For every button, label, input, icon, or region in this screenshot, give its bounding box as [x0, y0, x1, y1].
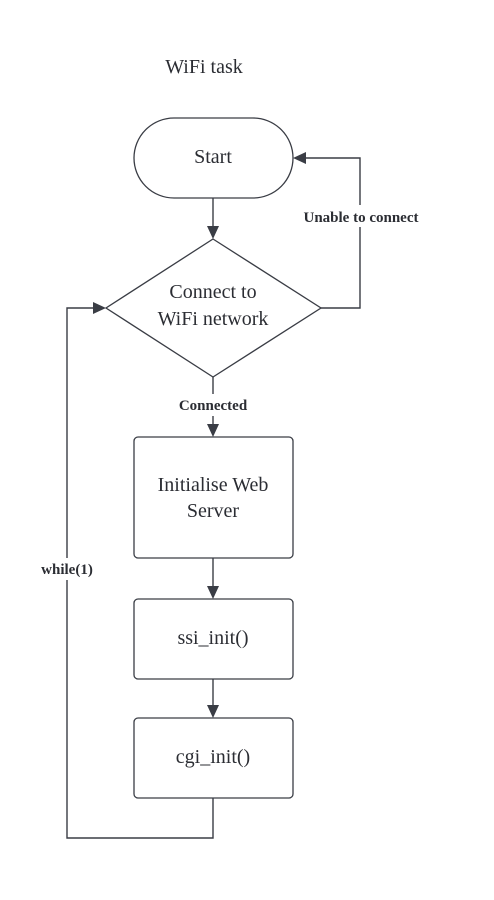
decision-label-line-2: WiFi network [158, 308, 269, 330]
edge-label-connected: Connected [179, 398, 248, 414]
init-web-label-line-2: Server [187, 500, 240, 522]
decision-label-line-1: Connect to [169, 281, 256, 303]
edge-init-to-ssi [207, 558, 219, 599]
start-node: Start [133, 117, 294, 199]
edge-label-connected-group: Connected [170, 394, 257, 416]
cgi-init-label: cgi_init() [176, 746, 250, 768]
edge-label-unable-to-connect: Unable to connect [304, 210, 419, 226]
ssi-init-label: ssi_init() [177, 627, 248, 649]
init-web-label-line-1: Initialise Web [158, 474, 269, 496]
edge-loop-while [66, 302, 214, 839]
ssi-init-node: ssi_init() [133, 598, 294, 680]
edge-label-while-group: while(1) [32, 558, 102, 580]
initialise-web-server-node: Initialise Web Server [133, 436, 294, 559]
start-node-label: Start [194, 146, 232, 168]
cgi-init-node: cgi_init() [133, 717, 294, 799]
connect-wifi-decision: Connect to WiFi network [104, 238, 323, 378]
edge-ssi-to-cgi [207, 679, 219, 718]
edge-retry-unable-to-connect [293, 152, 361, 309]
edge-label-unable-group: Unable to connect [290, 205, 432, 227]
edge-label-while-loop: while(1) [41, 562, 93, 578]
diagram-title: WiFi task [165, 56, 243, 78]
edge-start-to-connect [207, 198, 219, 239]
